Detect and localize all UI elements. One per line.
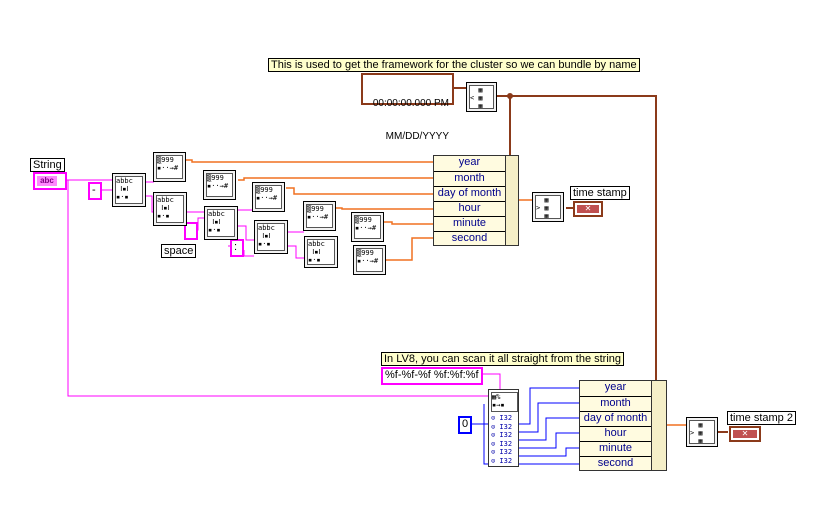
match-pattern-4[interactable]: abbc Ⅰ▪Ⅰ▪·▪: [254, 220, 288, 254]
frac-to-number-icon: ▒999▪··→#: [206, 173, 233, 197]
match-pattern-icon: abbc Ⅰ▪Ⅰ▪·▪: [156, 195, 184, 223]
format-string-constant[interactable]: %f-%f-%f %f:%f:%f: [381, 367, 483, 385]
frac-to-number-3[interactable]: ▒999▪··→#: [252, 182, 285, 212]
frac-to-number-1[interactable]: ▒999▪··→#: [153, 152, 186, 182]
bundle-field-month: month: [434, 171, 505, 187]
bundle-field-second: second: [580, 456, 651, 472]
match-pattern-5[interactable]: abbc Ⅰ▪Ⅰ▪·▪: [304, 236, 338, 268]
scan-output-terminals: ⊙ I32⊙ I32⊙ I32⊙ I32⊙ I32⊙ I32: [491, 414, 513, 465]
space-constant[interactable]: [184, 222, 198, 240]
bundle-by-name-2-bar: [651, 380, 667, 471]
string-control[interactable]: abc: [33, 172, 67, 190]
match-pattern-icon: abbc Ⅰ▪Ⅰ▪·▪: [307, 239, 335, 265]
match-pattern-1[interactable]: abbc Ⅰ▪Ⅰ▪·▪: [112, 173, 146, 207]
timestamp-constant-time: 00:00:00.000 PM: [372, 98, 449, 109]
string-control-glyph: abc: [37, 176, 57, 186]
frac-to-number-icon: ▒999▪··→#: [156, 155, 183, 179]
datetime-to-timestamp-1[interactable]: ▦> ▦ ▦: [532, 192, 564, 222]
scan-from-string[interactable]: ▦%▪→▪ ⊙ I32⊙ I32⊙ I32⊙ I32⊙ I32⊙ I32: [488, 389, 519, 467]
colon-constant[interactable]: :: [230, 239, 244, 257]
bundle-field-minute: minute: [580, 441, 651, 457]
frac-to-number-icon: ▒999▪··→#: [255, 185, 282, 209]
time-stamp-label: time stamp: [570, 186, 630, 200]
match-pattern-icon: abbc Ⅰ▪Ⅰ▪·▪: [115, 176, 143, 204]
bundle-by-name-1-bar: [505, 155, 519, 246]
lv8-comment: In LV8, you can scan it all straight fro…: [381, 352, 625, 366]
bundle-field-minute: minute: [434, 216, 505, 232]
bundle-field-hour: hour: [580, 426, 651, 442]
timestamp-constant-date: MM/DD/YYYY: [385, 131, 449, 142]
time-stamp-indicator-glyph: ✕: [577, 205, 599, 213]
time-stamp-2-indicator-glyph: ✕: [733, 430, 757, 438]
time-stamp-2-indicator[interactable]: ✕: [729, 426, 761, 442]
timestamp-convert-icon: ▦> ▦ ▦: [535, 195, 561, 219]
timestamp-convert-icon: ▦< ▦ ▦: [469, 85, 494, 109]
frac-to-number-6[interactable]: ▒999▪··→#: [353, 245, 386, 275]
string-control-label: String: [30, 158, 65, 172]
time-stamp-indicator[interactable]: ✕: [573, 201, 603, 217]
frac-to-number-icon: ▒999▪··→#: [356, 248, 383, 272]
bundle-field-year: year: [458, 156, 481, 168]
bundle-by-name-2[interactable]: year month day of month hour minute seco…: [579, 380, 652, 471]
datetime-to-timestamp-top[interactable]: ▦< ▦ ▦: [466, 82, 497, 112]
match-pattern-2[interactable]: abbc Ⅰ▪Ⅰ▪·▪: [153, 192, 187, 226]
match-pattern-3[interactable]: abbc Ⅰ▪Ⅰ▪·▪: [204, 206, 238, 240]
bundle-field-hour: hour: [434, 201, 505, 217]
bundle-by-name-1[interactable]: year month day of month hour minute seco…: [433, 155, 506, 246]
datetime-to-timestamp-2[interactable]: ▦> ▦ ▦: [686, 417, 718, 447]
time-stamp-2-label: time stamp 2: [727, 411, 796, 425]
dash-constant[interactable]: -: [88, 182, 102, 200]
bundle-field-month: month: [580, 396, 651, 412]
frac-to-number-5[interactable]: ▒999▪··→#: [351, 212, 384, 242]
match-pattern-icon: abbc Ⅰ▪Ⅰ▪·▪: [207, 209, 235, 237]
framework-comment: This is used to get the framework for th…: [268, 58, 640, 72]
frac-to-number-2[interactable]: ▒999▪··→#: [203, 170, 236, 200]
zero-constant[interactable]: 0: [458, 416, 472, 434]
frac-to-number-icon: ▒999▪··→#: [354, 215, 381, 239]
match-pattern-icon: abbc Ⅰ▪Ⅰ▪·▪: [257, 223, 285, 251]
bundle-field-year: year: [604, 381, 627, 393]
frac-to-number-4[interactable]: ▒999▪··→#: [303, 201, 336, 231]
timestamp-constant[interactable]: 00:00:00.000 PM MM/DD/YYYY: [361, 73, 454, 142]
bundle-field-day-of-month: day of month: [580, 411, 651, 427]
frac-to-number-icon: ▒999▪··→#: [306, 204, 333, 228]
bundle-field-day-of-month: day of month: [434, 186, 505, 202]
timestamp-convert-icon: ▦> ▦ ▦: [689, 420, 715, 444]
bundle-field-second: second: [434, 231, 505, 247]
scan-from-string-icon: ▦%▪→▪: [491, 392, 518, 412]
space-label: space: [161, 244, 197, 258]
